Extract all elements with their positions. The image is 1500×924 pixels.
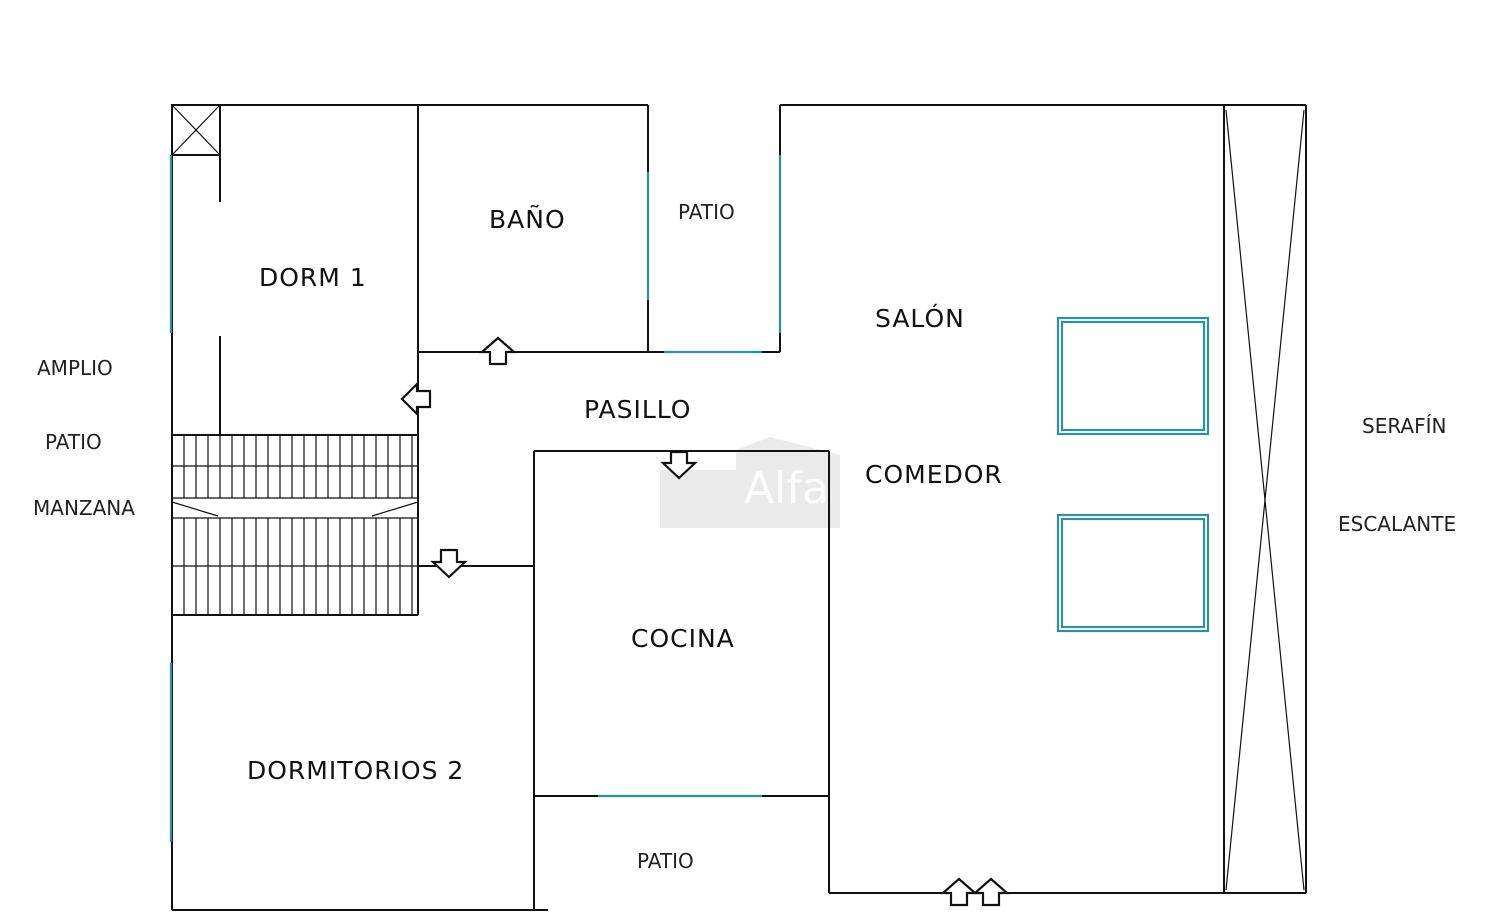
street-labels: AMPLIO PATIO MANZANA SERAFÍN ESCALANTE xyxy=(33,356,1456,536)
arrow-up-icon xyxy=(479,336,517,366)
label-manzana: MANZANA xyxy=(33,496,135,520)
label-patio-bottom: PATIO xyxy=(637,849,694,873)
label-dorm-1: DORM 1 xyxy=(259,263,367,292)
label-salon: SALÓN xyxy=(875,303,965,333)
staircase xyxy=(171,435,419,615)
label-escalante: ESCALANTE xyxy=(1338,512,1456,536)
label-dormitorios-2: DORMITORIOS 2 xyxy=(247,756,464,785)
label-patio-left: PATIO xyxy=(45,430,102,454)
label-comedor: COMEDOR xyxy=(865,460,1003,489)
room-labels: DORM 1 BAÑO PATIO SALÓN PASILLO COMEDOR … xyxy=(247,200,1003,873)
label-patio-top: PATIO xyxy=(678,200,735,224)
watermark-text: Alfa xyxy=(744,463,829,514)
label-serafin: SERAFÍN xyxy=(1362,414,1446,438)
windows xyxy=(169,155,1210,842)
alfa-watermark-logo: Alfa xyxy=(660,437,840,528)
door-arrows xyxy=(400,336,1010,907)
ventilation-shaft xyxy=(171,104,221,156)
arrow-up-icon xyxy=(940,877,978,907)
arrow-down-icon xyxy=(430,548,468,579)
label-pasillo: PASILLO xyxy=(584,395,691,424)
arrow-left-icon xyxy=(400,381,432,417)
label-bano: BAÑO xyxy=(489,204,566,234)
label-amplio: AMPLIO xyxy=(37,356,113,380)
arrow-up-icon xyxy=(972,877,1010,907)
label-cocina: COCINA xyxy=(631,624,735,653)
right-strip-cross xyxy=(1225,109,1305,891)
arrow-down-icon xyxy=(660,450,698,480)
